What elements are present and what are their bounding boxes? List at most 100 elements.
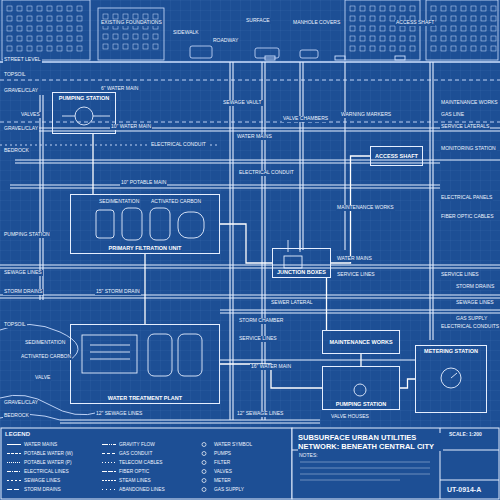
ground-strata — [0, 56, 500, 420]
legend-entry: GRAVITY FLOW — [101, 442, 155, 447]
legend-entry: FIBER OPTIC — [101, 469, 149, 474]
callout-label: ELECTRICAL PANELS — [440, 195, 493, 201]
callout-label: PUMPING STATION — [3, 232, 51, 238]
callout-label: VALVES — [20, 112, 41, 118]
legend-sample — [101, 451, 117, 456]
callout-label: BEDROCK — [3, 148, 30, 154]
pipe-connector — [92, 134, 93, 194]
legend-sample — [196, 451, 212, 456]
legend-entry: VALVES — [196, 469, 232, 474]
callout-label: MANHOLE COVERS — [292, 20, 341, 26]
callout-label: 10" POTABLE MAIN — [120, 180, 167, 186]
callout-label: STREET LEVEL — [3, 57, 42, 63]
callout-label: SERVICE LINES — [336, 272, 376, 278]
box-label: JUNCTION BOXES — [276, 269, 327, 275]
legend-entry: POTABLE WATER (W) — [6, 451, 73, 456]
legend-entry: GAS CONDUIT — [101, 451, 152, 456]
callout-label: NOTES: — [298, 453, 319, 459]
legend-sample — [101, 442, 117, 447]
callout-label: SEWAGE LINES — [455, 300, 495, 306]
callout-label: GRAVEL/CLAY — [3, 400, 39, 406]
box-label: PRIMARY FILTRATION UNIT — [108, 245, 183, 251]
legend-entry: FILTER — [196, 460, 230, 465]
legend-text: GRAVITY FLOW — [119, 442, 155, 447]
legend-text: TELECOM CABLES — [119, 460, 162, 465]
legend-text: FILTER — [214, 460, 230, 465]
pipe-connector — [326, 278, 327, 330]
callout-label: GAS SUPPLY — [455, 316, 488, 322]
callout-label: GRAVEL/CLAY — [3, 126, 39, 132]
legend-entry: METER — [196, 478, 231, 483]
callout-label: SCALE: 1:200 — [448, 432, 483, 438]
legend-text: POTABLE WATER (W) — [24, 451, 73, 456]
box-label: ACCESS SHAFT — [374, 153, 419, 159]
callout-label: ELECTRICAL CONDUIT — [238, 170, 295, 176]
callout-label: UT-0914-A — [446, 486, 482, 494]
callout-label: SEWAGE LINES — [3, 270, 43, 276]
legend-text: STORM DRAINS — [24, 487, 61, 492]
callout-label: VALVE — [34, 375, 51, 381]
callout-label: ELECTRICAL CONDUITS — [440, 324, 500, 330]
callout-label: GAS LINE — [440, 112, 465, 118]
legend-text: GAS SUPPLY — [214, 487, 244, 492]
callout-label: ACTIVATED CARBON — [20, 354, 72, 360]
legend-text: VALVES — [214, 469, 232, 474]
callout-label: TOPSOIL — [3, 72, 27, 78]
legend-text: POTABLE WATER (P) — [24, 460, 72, 465]
callout-label: WATER MAINS — [236, 134, 273, 140]
box-label: METERING STATION — [423, 348, 479, 354]
callout-label: SEWAGE VAULT — [222, 100, 263, 106]
callout-label: VALVE HOUSES — [330, 414, 370, 420]
legend-sample — [6, 487, 22, 492]
legend-sample — [6, 469, 22, 474]
callout-label: VALVE CHAMBERS — [282, 116, 329, 122]
legend-sample — [196, 460, 212, 465]
pipe-connector — [220, 224, 272, 263]
facility-box: WATER TREATMENT PLANT — [70, 324, 220, 404]
buildings — [2, 0, 498, 60]
callout-label: SEDIMENTATION — [24, 340, 66, 346]
callout-label: MAINTENANCE WORKS — [440, 100, 499, 106]
callout-label: SEDIMENTATION — [98, 199, 140, 205]
legend-text: ABANDONED LINES — [119, 487, 165, 492]
legend-sample — [6, 460, 22, 465]
legend-sample — [6, 442, 22, 447]
box-label: MAINTENANCE WORKS — [328, 339, 393, 345]
pipe-connector — [360, 354, 361, 366]
callout-label: STORM DRAINS — [455, 284, 495, 290]
callout-label: WATER MAINS — [336, 256, 373, 262]
box-label: PUMPING STATION — [58, 95, 111, 101]
facility-box: MAINTENANCE WORKS — [322, 330, 400, 354]
legend-sample — [196, 487, 212, 492]
legend-sample — [196, 478, 212, 483]
legend-sample — [6, 478, 22, 483]
equipment — [62, 107, 461, 396]
callout-label: 6" WATER MAIN — [100, 86, 139, 92]
legend-entry: STEAM LINES — [101, 478, 151, 483]
callout-label: 12" SEWAGE LINES — [236, 411, 284, 417]
callout-label: 12" SEWAGE LINES — [95, 411, 143, 417]
legend-sample — [196, 469, 212, 474]
legend-heading: LEGEND — [4, 431, 31, 438]
legend-sample — [101, 478, 117, 483]
callout-label: GRAVEL/CLAY — [3, 88, 39, 94]
box-label: WATER TREATMENT PLANT — [107, 395, 183, 401]
pipe-connector — [220, 364, 322, 388]
legend-entry: WATER MAINS — [6, 442, 57, 447]
pipes — [0, 62, 500, 423]
facility-box: METERING STATION — [415, 345, 487, 413]
callout-label: MAINTENANCE WORKS — [336, 205, 395, 211]
legend-sample — [101, 487, 117, 492]
legend-sample — [101, 460, 117, 465]
callout-label: ELECTRICAL CONDUIT — [150, 142, 207, 148]
legend-text: ELECTRICAL LINES — [24, 469, 69, 474]
callout-label: SURFACE — [245, 18, 271, 24]
facility-box: JUNCTION BOXES — [272, 248, 331, 278]
legend-sample — [101, 469, 117, 474]
callout-label: SERVICE LINES — [238, 336, 278, 342]
callout-label: 10" WATER MAIN — [110, 124, 152, 130]
facility-box: PUMPING STATION — [322, 366, 400, 410]
